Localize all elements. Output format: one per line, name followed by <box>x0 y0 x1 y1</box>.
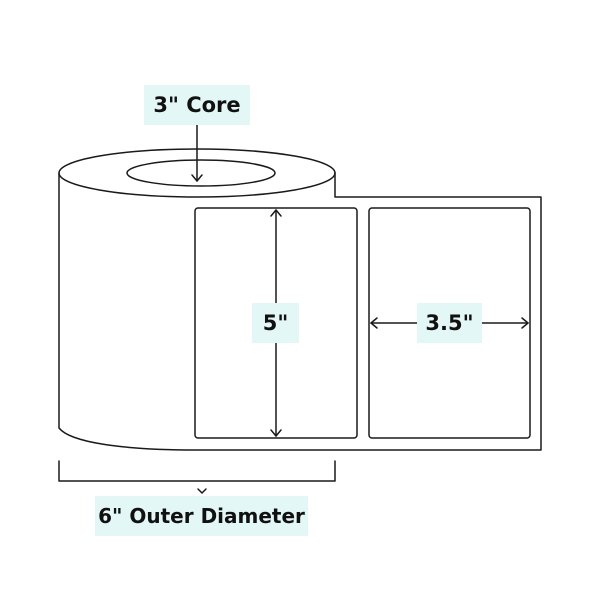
height-arrow-head-top <box>270 209 282 217</box>
width-arrow-head-left <box>370 317 378 329</box>
label-right <box>368 207 531 439</box>
height-arrow-head-bottom <box>270 429 282 437</box>
label-left <box>194 207 358 439</box>
core-hole <box>126 159 276 187</box>
diameter-bracket-chevron <box>197 488 207 494</box>
roll-body-outline <box>58 172 542 451</box>
width-arrow-head-right <box>521 317 529 329</box>
label-width-label: 3.5" <box>417 303 482 343</box>
diameter-bracket <box>58 460 336 482</box>
core-label: 3" Core <box>144 85 250 125</box>
label-height-label: 5" <box>252 303 299 343</box>
core-arrow-head <box>191 174 203 182</box>
outer-diameter-label: 6" Outer Diameter <box>95 496 308 536</box>
